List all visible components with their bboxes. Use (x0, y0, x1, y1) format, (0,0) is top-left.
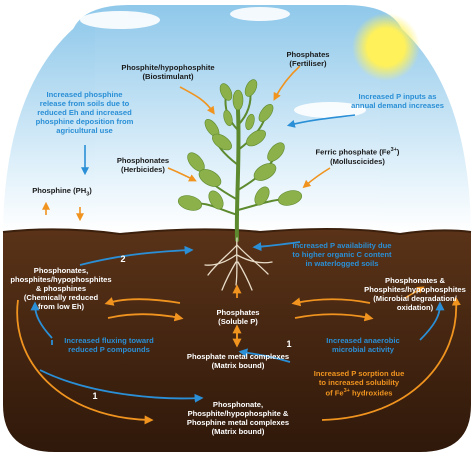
plant-roots (204, 237, 273, 291)
phosphite-biostimulant-line2: (Biostimulant) (142, 72, 194, 81)
phosphates-fertiliser-line2: (Fertiliser) (289, 59, 327, 68)
clouds (80, 7, 366, 118)
phosphonates-herbicides-line1: Phosphonates (116, 156, 170, 165)
increased-p-availability-label: Increased P availability due to higher o… (283, 241, 401, 268)
p-sorption-hydroxides: hydroxides (349, 388, 393, 398)
phosphates-soluble-line1: Phosphates (216, 308, 260, 317)
marker-one-left: 1 (92, 391, 98, 401)
phosphonates-herbicides-line2: (Herbicides) (121, 165, 165, 174)
p-sorption-line1: Increased P sorption due (313, 369, 405, 378)
ferric-charge: 3+ (390, 147, 397, 153)
anaerobic-line1: Increased anaerobic (326, 336, 400, 345)
ferric-phosphate-text: Ferric phosphate (Fe (315, 147, 391, 157)
increased-phosphine-release-label: Increased phosphine release from soils d… (27, 90, 142, 135)
left-reduced-line4: (Chemically reduced (23, 293, 99, 302)
plant-leaves (177, 79, 303, 211)
left-reduced-line2: phosphites/hypophosphites (10, 275, 112, 284)
right-microbial-line1: Phosphonates & (385, 276, 445, 285)
sky-blue-arrows (81, 114, 356, 176)
anaerobic-line2: microbial activity (331, 345, 395, 354)
bottom-complexes-line2: Phosphite/hypophosphite & (187, 409, 289, 418)
sky-left-bulge (3, 12, 95, 232)
metal-complexes-line2: (Matrix bound) (211, 361, 265, 370)
p-sorption-fe: of Fe (325, 388, 344, 398)
phosphine-release-line1: Increased phosphine (46, 90, 123, 99)
phosphine-close-paren: ) (89, 186, 92, 195)
increased-anaerobic-label: Increased anaerobic microbial activity (318, 336, 408, 354)
left-reduced-line1: Phosphonates, (33, 266, 89, 275)
left-reduced-line3: & phosphines (35, 284, 87, 293)
increased-fluxing-label: Increased fluxing toward reduced P compo… (55, 336, 163, 354)
soil-orange-arrows (16, 284, 461, 425)
increased-p-inputs-line1: Increased P inputs as (358, 92, 437, 101)
bottom-complexes-line3: Phosphine metal complexes (186, 418, 290, 427)
phosphine-text: Phosphine (PH (32, 186, 87, 195)
right-microbial-line4: oxidation) (396, 303, 434, 312)
p-availability-line2: to higher organic C content (292, 250, 392, 259)
right-microbial-line2: Phosphites/hypophosphites (364, 285, 466, 294)
p-availability-line3: in waterlogged soils (305, 259, 379, 268)
left-reduced-compounds-label: Phosphonates, phosphites/hypophosphites … (5, 266, 117, 311)
phosphine-release-line5: agricultural use (56, 126, 113, 135)
ferric-phosphate-line2: (Molluscicides) (330, 156, 385, 166)
marker-two: 2 (120, 254, 126, 264)
phosphates-soluble-label: Phosphates (Soluble P) (200, 308, 276, 326)
phosphate-metal-complexes-label: Phosphate metal complexes (Matrix bound) (178, 352, 298, 370)
phosphine-release-line3: reduced Eh and increased (37, 108, 132, 117)
phosphonates-herbicides-label: Phosphonates (Herbicides) (108, 156, 178, 174)
phosphine-release-line4: phosphine deposition from (35, 117, 134, 126)
fluxing-line1: Increased fluxing toward (64, 336, 154, 345)
increased-p-inputs-line2: annual demand increases (351, 101, 444, 110)
phosphates-soluble-line2: (Soluble P) (218, 317, 258, 326)
increased-p-sorption-label: Increased P sorption due to increased so… (300, 369, 418, 398)
marker-one-right: 1 (286, 339, 292, 349)
metal-complexes-line1: Phosphate metal complexes (186, 352, 290, 361)
phosphite-biostimulant-line1: Phosphite/hypophosphite (121, 63, 215, 72)
fluxing-line2: reduced P compounds (68, 345, 150, 354)
sky-orange-arrows (42, 65, 331, 222)
left-reduced-line5: from low Eh) (38, 302, 84, 311)
phosphates-fertiliser-label: Phosphates (Fertiliser) (268, 50, 348, 68)
ferric-close-paren: ) (396, 147, 400, 157)
right-microbial-line3: (Microbial degradation/ (373, 294, 457, 303)
increased-p-inputs-label: Increased P inputs as annual demand incr… (345, 92, 450, 110)
phosphates-fertiliser-line1: Phosphates (286, 50, 330, 59)
phosphine-subscript: 3 (86, 191, 90, 198)
p-availability-line1: Increased P availability due (292, 241, 392, 250)
phosphine-release-line2: release from soils due to (39, 99, 130, 108)
right-microbial-label: Phosphonates & Phosphites/hypophosphites… (360, 276, 470, 312)
soil-blue-arrows (30, 241, 445, 403)
bottom-complexes-line1: Phosphonate, (212, 400, 264, 409)
phosphite-biostimulant-label: Phosphite/hypophosphite (Biostimulant) (108, 63, 228, 81)
p-sorption-line2: to increased solubility (318, 378, 400, 387)
bottom-complexes-line4: (Matrix bound) (211, 427, 265, 436)
phosphine-label: Phosphine (PH3) (22, 186, 102, 200)
ferric-phosphate-label: Ferric phosphate (Fe3+) (Molluscicides) (305, 146, 410, 166)
p-sorption-charge: 3+ (343, 388, 350, 394)
bottom-complexes-label: Phosphonate, Phosphite/hypophosphite & P… (168, 400, 308, 436)
